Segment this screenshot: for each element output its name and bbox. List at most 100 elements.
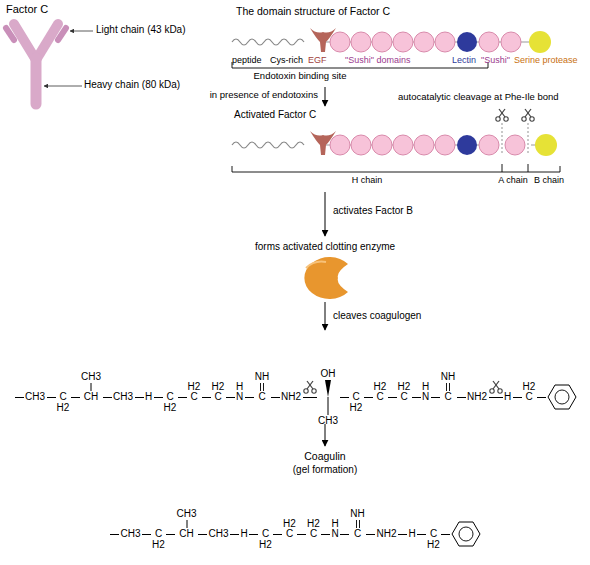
domain-row	[232, 28, 551, 68]
domain-label: Lectin	[452, 55, 476, 65]
bond-line	[513, 397, 522, 398]
product-label: (gel formation)	[293, 464, 357, 476]
domain-label: "Sushi" domains	[345, 55, 410, 65]
atom-group: CH3	[113, 391, 134, 403]
atom-group: CH2	[350, 391, 363, 403]
step-label: activates Factor B	[333, 205, 413, 217]
domain-label: EGF	[308, 55, 327, 65]
atom-group: CH2	[57, 391, 70, 403]
stereo-wedge	[323, 379, 333, 415]
section-title: The domain structure of Factor C	[236, 5, 390, 17]
atom-group: CHCH3	[176, 528, 197, 540]
bond-line	[398, 534, 407, 535]
atom-group: H	[145, 391, 153, 403]
part-label: Heavy chain (80 kDa)	[84, 79, 180, 91]
chain-label: B chain	[534, 175, 564, 185]
atom-group: CH2	[398, 391, 411, 403]
bond-line	[441, 534, 450, 535]
atom-label: C	[430, 528, 437, 540]
chain-label: H chain	[352, 175, 383, 185]
bond-line	[166, 534, 175, 535]
atom-label: C	[400, 391, 407, 403]
atom-group: OHCH3	[318, 391, 339, 403]
bond-line	[364, 397, 373, 398]
bond-line	[273, 534, 282, 535]
atom-label: CH3	[25, 391, 45, 403]
atom-label: N	[236, 391, 243, 403]
atom-label: C	[376, 391, 383, 403]
bond-line	[297, 534, 306, 535]
bond-line	[489, 397, 503, 398]
part-label: Light chain (43 kDa)	[96, 24, 186, 36]
atom-group: H	[408, 528, 416, 540]
bond-line	[321, 534, 330, 535]
bond-line	[417, 534, 426, 535]
atom-group: CNH	[350, 528, 365, 540]
bond-line	[537, 397, 546, 398]
atom-label: C	[286, 528, 293, 540]
single-bond	[86, 382, 96, 391]
step-label: autocatalytic cleavage at Phe-Ile bond	[398, 92, 559, 103]
cleavage-scissors	[489, 380, 503, 394]
atom-label: H2	[374, 381, 387, 393]
atom-group: CH2	[427, 528, 440, 540]
atom-label: C	[155, 528, 162, 540]
atom-label: CH	[179, 528, 193, 540]
double-bond	[257, 382, 267, 391]
atom-label: CH3	[120, 528, 140, 540]
atom-label: C	[166, 391, 173, 403]
step-label: forms activated clotting enzyme	[255, 241, 395, 253]
atom-group: CH2	[259, 528, 272, 540]
atom-group: H	[504, 391, 512, 403]
atom-label: H2	[57, 402, 70, 414]
atom-label: H2	[350, 402, 363, 414]
atom-label: NH2	[376, 528, 396, 540]
double-bond	[353, 519, 363, 528]
atom-label: H	[422, 381, 429, 393]
cleavage-scissors	[303, 380, 317, 394]
atom-group: CH3	[25, 391, 46, 403]
atom-label: C	[525, 391, 532, 403]
atom-label: CH3	[81, 371, 101, 383]
atom-label: H	[236, 381, 243, 393]
bracket-label: Endotoxin binding site	[254, 71, 347, 82]
bond-line	[103, 397, 112, 398]
bond-line	[366, 534, 375, 535]
atom-label: NH2	[467, 391, 487, 403]
phenyl-ring	[547, 383, 577, 411]
atom-group: CH2	[188, 391, 201, 403]
atom-label: N	[422, 391, 429, 403]
bond-line	[15, 397, 24, 398]
atom-label: NH	[350, 508, 364, 520]
chain-label: A chain	[498, 175, 528, 185]
bond-line	[340, 534, 349, 535]
bond-line	[230, 534, 239, 535]
bond-line	[110, 534, 119, 535]
atom-group: CH2	[523, 391, 536, 403]
atom-group: NH	[331, 528, 339, 540]
step-label: in presence of endotoxins	[210, 90, 318, 101]
atom-label: H2	[259, 539, 272, 551]
atom-label: CH3	[208, 528, 228, 540]
atom-label: CH3	[113, 391, 133, 403]
atom-label: H	[240, 528, 247, 540]
atom-group: CH3	[208, 528, 229, 540]
step-label: cleaves coagulogen	[333, 310, 421, 322]
bond-line	[340, 397, 349, 398]
atom-label: H	[504, 391, 511, 403]
atom-label: H	[331, 518, 338, 530]
bond-line	[431, 397, 440, 398]
atom-label: H2	[164, 402, 177, 414]
atom-label: C	[444, 391, 451, 403]
atom-label: H2	[212, 381, 225, 393]
atom-group: CH2	[283, 528, 296, 540]
atom-group: NH2	[467, 391, 488, 403]
atom-label: H	[145, 391, 152, 403]
atom-label: CH3	[318, 415, 338, 427]
atom-group: NH2	[376, 528, 397, 540]
product-label: Coagulin	[304, 450, 345, 462]
bond-line	[142, 534, 151, 535]
atom-group: CH2	[164, 391, 177, 403]
atom-label: C	[352, 391, 359, 403]
